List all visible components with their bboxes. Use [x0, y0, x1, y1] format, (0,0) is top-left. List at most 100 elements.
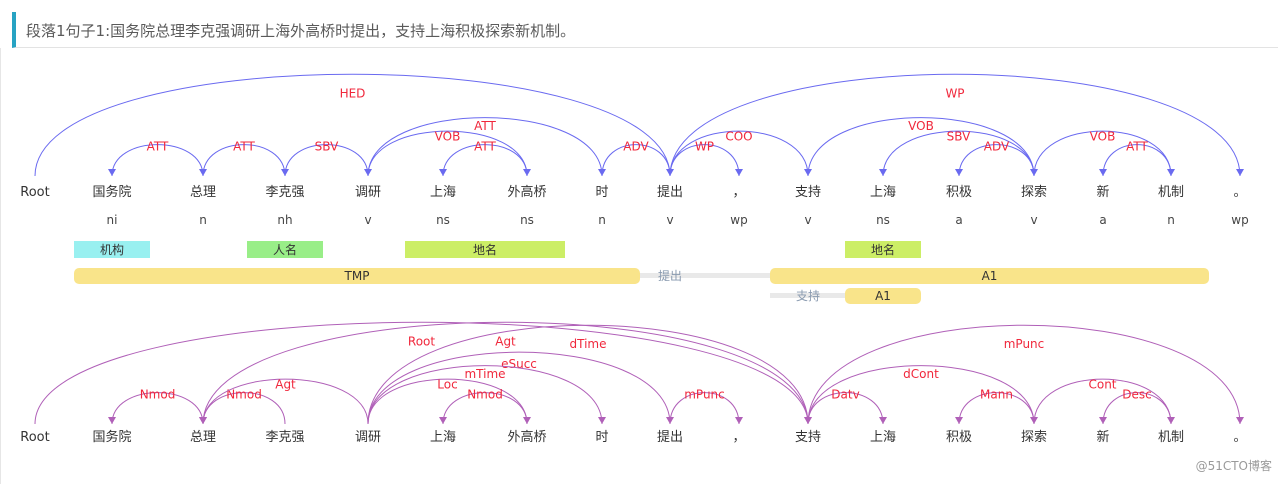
dep-arc-label: VOB — [908, 119, 934, 133]
sem-arc-esucc — [367, 351, 671, 425]
sem-arc-label: Nmod — [226, 387, 262, 401]
dep-arrow-icon — [735, 169, 743, 176]
sem-arc-loc — [367, 378, 528, 425]
token: 积极 — [946, 430, 972, 445]
pos-tag: n — [598, 213, 606, 227]
token: 国务院 — [92, 429, 131, 445]
token: 机制 — [1158, 185, 1184, 200]
dep-arc-label: ATT — [233, 139, 255, 153]
sem-arrow-icon — [735, 417, 743, 424]
token: ， — [732, 430, 745, 445]
pos-tag: v — [804, 213, 811, 227]
ner-box-org — [74, 241, 150, 258]
pos-tag: ni — [107, 213, 118, 227]
sentence-title: 段落1句子1:国务院总理李克强调研上海外高桥时提出，支持上海积极探索新机制。 — [26, 22, 576, 40]
srl-arg-label: TMP — [344, 269, 370, 283]
sem-arc-label: Cont — [1088, 377, 1116, 391]
token: Root — [20, 185, 49, 200]
pos-tag: n — [1167, 213, 1175, 227]
dep-arc-label: WP — [695, 139, 714, 153]
srl-line — [74, 273, 1209, 278]
dep-arc-vob — [367, 130, 528, 177]
sem-arrow-icon — [108, 417, 116, 424]
pos-tag: ns — [520, 213, 534, 227]
token: Root — [20, 430, 49, 445]
token: 积极 — [946, 185, 972, 200]
sem-arc-label: dCont — [903, 367, 939, 381]
ner-label: 地名 — [473, 242, 497, 257]
dep-arc-label: SBV — [947, 129, 971, 143]
dep-arc-hed — [34, 73, 671, 177]
pos-tag: v — [666, 213, 673, 227]
sem-arc-nmod — [111, 392, 204, 425]
sem-arc-dtime — [367, 324, 809, 425]
dep-arrow-icon — [1099, 169, 1107, 176]
ner-label: 人名 — [273, 242, 297, 257]
ner-label: 机构 — [100, 242, 124, 257]
dep-arc-att — [442, 144, 528, 177]
srl-arg-box — [74, 268, 640, 284]
sem-arc-label: Root — [408, 335, 435, 349]
dep-arc-adv — [601, 144, 671, 177]
ner-box-loc — [845, 241, 921, 258]
sem-arc-datv — [807, 392, 884, 425]
sem-arrow-icon — [199, 417, 207, 424]
sentence-header: 段落1句子1:国务院总理李克强调研上海外高桥时提出，支持上海积极探索新机制。 — [12, 12, 1278, 48]
dep-arc-att — [202, 144, 286, 177]
srl-predicate-label: 支持 — [796, 288, 820, 303]
dep-arc-label: VOB — [1090, 129, 1116, 143]
sem-arc-label: Nmod — [140, 387, 176, 401]
token: 探索 — [1021, 430, 1047, 445]
panel-border — [0, 48, 1, 484]
dep-arc-label: VOB — [435, 129, 461, 143]
token: 提出 — [657, 184, 683, 200]
sem-arc-label: Datv — [831, 387, 859, 401]
dep-arc-label: ATT — [474, 139, 496, 153]
dep-arc-label: WP — [945, 87, 964, 101]
srl-predicate-label: 提出 — [658, 268, 682, 283]
dep-arrow-icon — [199, 169, 207, 176]
dep-arc-label: COO — [725, 129, 752, 143]
pos-tag: v — [364, 213, 371, 227]
sem-arc-agt — [202, 378, 369, 425]
token: 支持 — [795, 185, 821, 200]
sem-arc-label: mTime — [464, 367, 505, 381]
sem-arc-nmod — [442, 392, 528, 425]
token: 李克强 — [265, 185, 304, 200]
token: 时 — [595, 430, 608, 445]
token: 提出 — [657, 429, 683, 445]
pos-tag: wp — [730, 213, 747, 227]
dep-arc-label: ADV — [623, 139, 649, 153]
token: 。 — [1233, 430, 1246, 445]
ner-box-loc — [405, 241, 565, 258]
dep-arc-wp — [669, 73, 1241, 177]
dep-arc-label: ADV — [984, 139, 1010, 153]
sem-arc-label: Nmod — [467, 387, 503, 401]
dep-arrow-icon — [598, 169, 606, 176]
pos-tag: ns — [876, 213, 890, 227]
sem-arc-label: Mann — [980, 387, 1013, 401]
dep-arc-att — [111, 144, 204, 177]
srl-arg-label: A1 — [982, 269, 998, 283]
dep-arrow-icon — [108, 169, 116, 176]
token: 调研 — [355, 185, 381, 200]
sem-arc-label: Agt — [495, 335, 516, 349]
srl-arg-box — [845, 288, 921, 304]
sem-arc-desc — [1102, 392, 1172, 425]
dep-arc-coo — [669, 130, 809, 177]
dep-arrow-icon — [439, 169, 447, 176]
sem-arc-label: mPunc — [1004, 337, 1045, 351]
sem-arc-mpunc — [807, 324, 1241, 425]
dep-arc-sbv — [284, 144, 369, 177]
sem-arrow-icon — [598, 417, 606, 424]
sem-arc-label: Agt — [275, 377, 296, 391]
sem-arc-mpunc — [669, 392, 740, 425]
sem-arc-label: mPunc — [684, 387, 725, 401]
sem-arrow-icon — [1099, 417, 1107, 424]
sem-arc-agt — [202, 321, 809, 425]
srl-arg-box — [770, 268, 1209, 284]
dep-arc-label: ATT — [474, 119, 496, 133]
pos-tag: n — [199, 213, 207, 227]
sem-arc-dcont — [807, 365, 1035, 425]
dep-arrow-icon — [955, 169, 963, 176]
